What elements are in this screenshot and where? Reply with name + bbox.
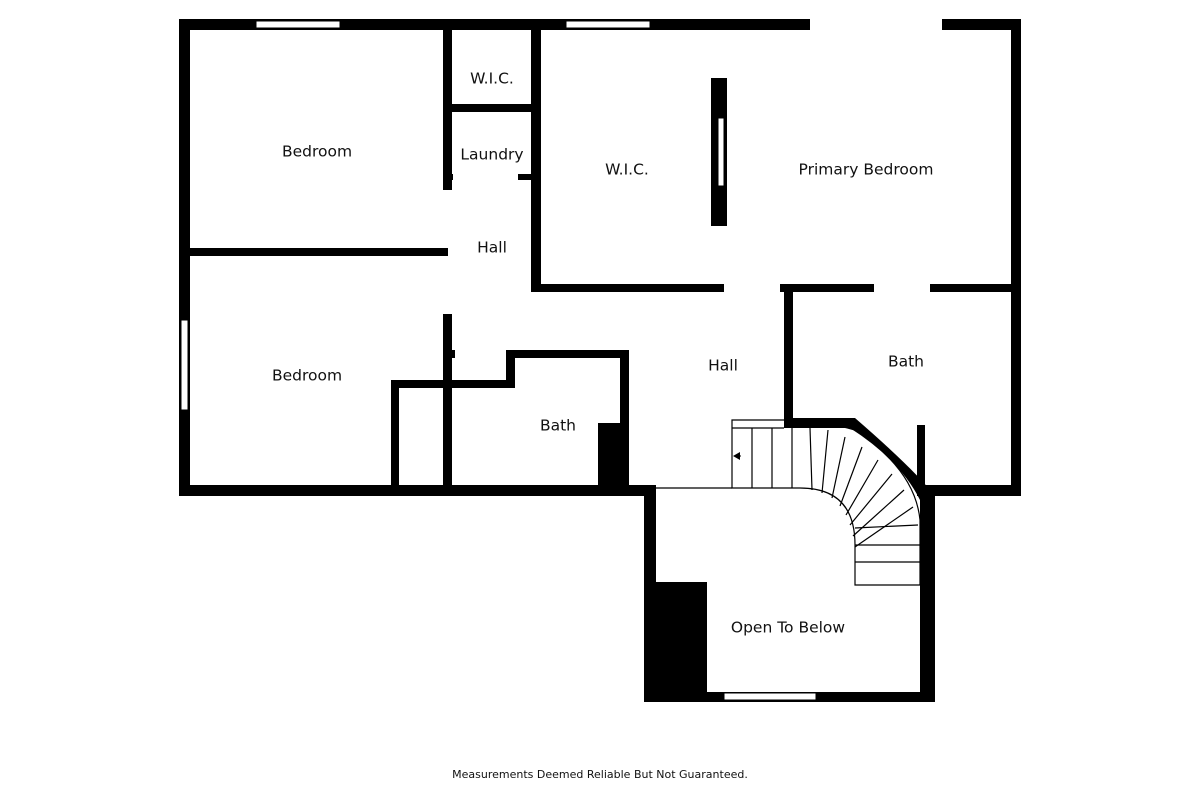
- otb-dark-block: [644, 582, 707, 700]
- wall-bottom-left: [179, 485, 656, 496]
- wall-bedrooms-divider: [179, 248, 448, 256]
- label-primary-bedroom: Primary Bedroom: [799, 161, 934, 179]
- label-laundry: Laundry: [460, 146, 523, 164]
- windows: [180, 20, 817, 701]
- wall-primary-bottom-c: [930, 284, 1021, 292]
- wall-bedroom-east-lower: [443, 314, 452, 496]
- stair-arrow-icon: [733, 452, 740, 460]
- wall-top-left: [179, 19, 810, 30]
- window-otb-bottom: [723, 692, 817, 701]
- wall-laundry-bottom: [443, 174, 453, 180]
- wall-wic-bottom: [443, 104, 538, 112]
- bath1-fixture: [598, 423, 620, 490]
- walls: [179, 19, 1021, 702]
- label-open-to-below: Open To Below: [731, 619, 846, 637]
- wall-stair-curve: [784, 418, 935, 700]
- label-wic-1: W.I.C.: [470, 70, 514, 88]
- disclaimer-text: Measurements Deemed Reliable But Not Gua…: [452, 768, 748, 781]
- wall-bath2-west: [784, 284, 793, 420]
- wall-bath1-top-a: [443, 350, 455, 358]
- wic-door: [717, 117, 725, 187]
- window-bedroom-left: [180, 319, 189, 411]
- label-wic-2: W.I.C.: [605, 161, 649, 179]
- wall-left: [179, 19, 190, 496]
- wall-bath1-east: [620, 350, 629, 490]
- wall-bath1-step-v: [506, 350, 515, 386]
- wall-bath2-stub: [917, 425, 925, 496]
- wall-right: [1011, 19, 1021, 496]
- wall-primary-bottom-a: [531, 284, 724, 292]
- wall-top-right: [942, 19, 1021, 30]
- window-bedroom-top: [255, 20, 341, 29]
- wall-primary-bottom-b: [780, 284, 874, 292]
- label-bath-1: Bath: [540, 417, 576, 435]
- wall-bath1-step-h: [391, 380, 515, 388]
- wall-bath1-top-c: [574, 350, 629, 358]
- label-hall-1: Hall: [477, 239, 507, 257]
- wall-closet-west: [391, 380, 399, 496]
- wall-laundry-bottom-right: [518, 174, 538, 180]
- label-bedroom-1: Bedroom: [282, 143, 352, 161]
- label-bath-2: Bath: [888, 353, 924, 371]
- label-hall-2: Hall: [708, 357, 738, 375]
- wall-primary-west: [531, 30, 541, 292]
- wall-bottom-right: [920, 485, 1021, 496]
- label-bedroom-2: Bedroom: [272, 367, 342, 385]
- wall-otb-east: [922, 496, 935, 702]
- staircase: [656, 419, 921, 586]
- wall-bath1-top-b: [508, 350, 576, 358]
- window-primary-top: [565, 20, 651, 29]
